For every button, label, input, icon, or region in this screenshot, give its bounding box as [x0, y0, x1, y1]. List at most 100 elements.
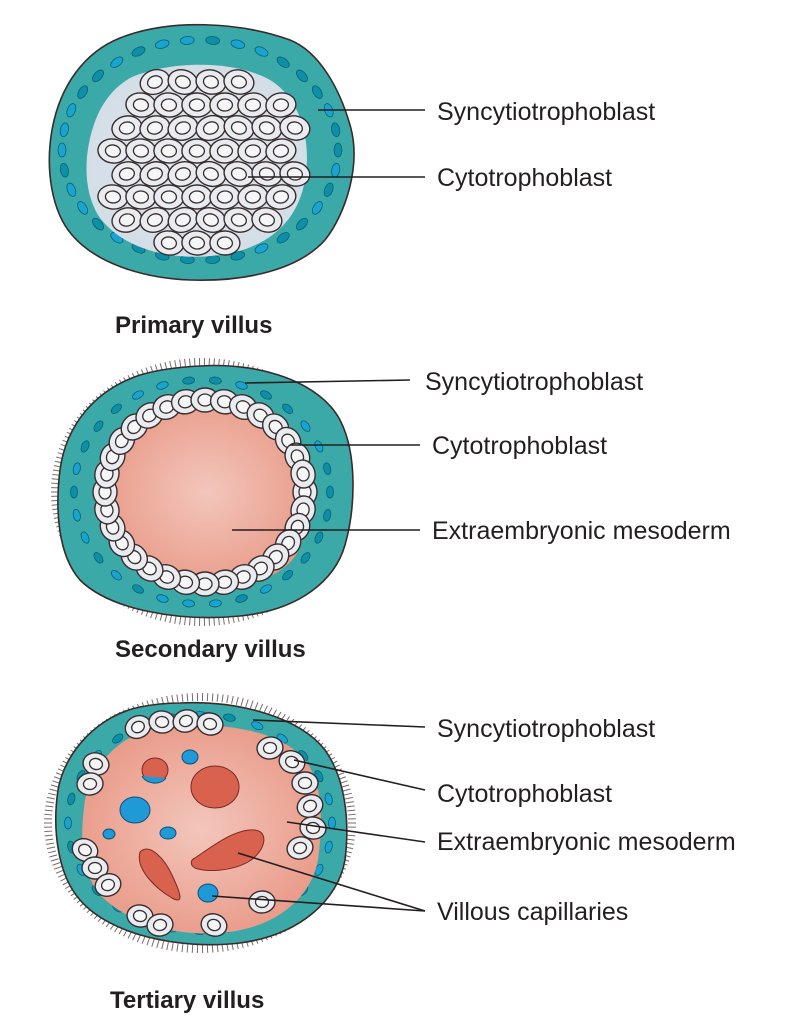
title-secondary-villus: Secondary villus — [115, 636, 306, 663]
label-primary-syncytiotrophoblast: Syncytiotrophoblast — [437, 98, 655, 126]
microvillus — [44, 814, 52, 815]
syncytio-nucleus — [334, 143, 342, 157]
syncytio-nucleus — [58, 143, 66, 157]
cytotrophoblast-cell — [210, 93, 240, 118]
label-primary-cytotrophoblast: Cytotrophoblast — [437, 164, 612, 192]
label-secondary-mesoderm: Extraembryonic mesoderm — [432, 517, 731, 545]
microvillus — [167, 942, 169, 950]
microvillus — [341, 785, 349, 787]
syncytio-nucleus — [65, 817, 72, 829]
microvillus — [212, 693, 213, 701]
microvillus — [236, 697, 238, 705]
microvillus — [250, 701, 253, 709]
microvillus — [46, 802, 54, 803]
cell-nucleus — [161, 191, 176, 203]
primary-villus — [49, 25, 354, 281]
microvillus — [212, 945, 213, 953]
title-primary-villus: Primary villus — [115, 312, 272, 339]
microvillus — [56, 870, 63, 873]
microvillus — [185, 617, 186, 625]
microvillus — [264, 706, 267, 713]
cell-nucleus — [255, 896, 269, 908]
microvillus — [246, 699, 248, 707]
capillary-blue — [182, 750, 198, 764]
label-tertiary-villous-capillaries: Villous capillaries — [437, 898, 628, 926]
microvillus — [182, 694, 183, 702]
microvillus — [175, 616, 176, 624]
microvillus — [219, 617, 220, 625]
microvillus — [46, 843, 54, 844]
cytotrophoblast-cell — [182, 184, 213, 209]
capillary-blue — [198, 884, 218, 902]
microvillus — [45, 839, 53, 840]
cell-nucleus — [161, 145, 177, 158]
cell-nucleus — [161, 98, 177, 111]
microvillus — [177, 944, 178, 952]
microvillus — [170, 361, 172, 369]
label-secondary-syncytiotrophoblast: Syncytiotrophoblast — [425, 368, 643, 396]
cell-nucleus — [189, 99, 204, 112]
capillary-blue — [120, 797, 150, 823]
microvillus — [142, 936, 145, 943]
cytotrophoblast-cell — [292, 772, 318, 794]
capillary-blue — [103, 829, 115, 839]
microvillus — [54, 866, 61, 869]
microvillus — [255, 702, 258, 709]
cell-nucleus — [198, 578, 212, 590]
microvillus — [152, 939, 154, 947]
microvillus — [162, 941, 164, 949]
cell-nucleus — [298, 777, 311, 788]
microvillus — [49, 855, 57, 857]
microvillus — [48, 851, 56, 853]
syncytio-nucleus — [71, 486, 78, 498]
microvillus — [227, 695, 228, 703]
microvillus — [137, 935, 140, 942]
microvillus — [172, 943, 173, 951]
syncytio-nucleus — [329, 817, 336, 829]
cell-nucleus — [83, 778, 97, 790]
label-tertiary-syncytiotrophoblast: Syncytiotrophoblast — [437, 715, 655, 743]
microvillus — [345, 797, 353, 799]
microvillus — [45, 835, 53, 836]
microvillus — [347, 835, 355, 836]
microvillus — [348, 814, 356, 815]
cell-nucleus — [198, 394, 212, 406]
microvillus — [172, 695, 173, 703]
microvillus — [177, 694, 178, 702]
microvillus — [347, 810, 355, 811]
cell-nucleus — [217, 99, 232, 111]
microvillus — [222, 694, 223, 702]
cell-nucleus — [217, 190, 233, 203]
microvillus — [47, 847, 55, 849]
tertiary-villus — [44, 693, 356, 953]
microvillus — [241, 698, 243, 706]
microvillus — [47, 797, 55, 799]
cytotrophoblast-cell — [210, 230, 241, 255]
microvillus — [49, 789, 57, 791]
microvillus — [175, 360, 176, 368]
microvillus — [217, 694, 218, 702]
microvillus — [157, 940, 159, 948]
cytotrophoblast-cell — [182, 92, 213, 117]
label-tertiary-mesoderm: Extraembryonic mesoderm — [437, 828, 736, 856]
microvillus — [182, 944, 183, 952]
syncytio-nucleus — [327, 486, 334, 498]
cell-nucleus — [217, 145, 233, 158]
cell-nucleus — [189, 145, 204, 157]
cell-nucleus — [189, 191, 204, 204]
microvillus — [347, 806, 355, 807]
cytotrophoblast-cell — [248, 890, 275, 913]
microvillus — [346, 802, 354, 803]
microvillus — [44, 831, 52, 832]
microvillus — [185, 359, 186, 367]
cytotrophoblast-cell — [154, 185, 184, 210]
label-secondary-cytotrophoblast: Cytotrophoblast — [432, 432, 607, 460]
microvillus — [170, 615, 172, 623]
cell-nucleus — [155, 716, 169, 728]
cell-nucleus — [245, 98, 261, 111]
microvillus — [259, 704, 262, 711]
capillary-red — [191, 766, 239, 808]
cell-nucleus — [217, 237, 232, 250]
microvillus — [344, 793, 352, 795]
